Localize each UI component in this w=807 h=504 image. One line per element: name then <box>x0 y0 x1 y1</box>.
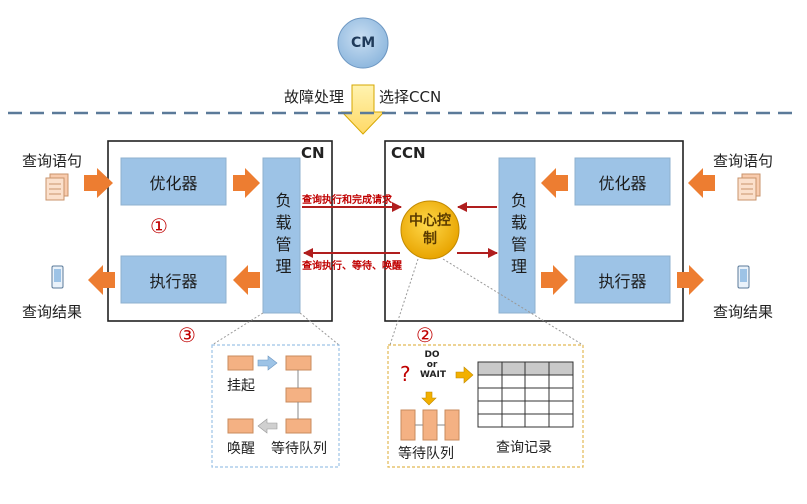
ccn-frame <box>384 140 684 322</box>
ccn-zoom-line-left <box>389 258 419 346</box>
cn-document-icon <box>45 173 69 201</box>
ccn-zoom-line-right <box>442 258 584 346</box>
ccn-load-mgmt-box <box>498 157 536 314</box>
cn-detail-gray-arrow <box>257 418 278 434</box>
cm-node <box>337 17 389 69</box>
cn-wait-queue-label: 等待队列 <box>271 441 327 457</box>
cn-optimizer-label: 优化器 <box>149 173 198 193</box>
step-3-marker: ③ <box>178 323 196 347</box>
ccn-input-arrow <box>688 168 715 198</box>
ccn-query-result-label: 查询结果 <box>713 303 774 321</box>
select-ccn-label: 选择CCN <box>379 88 442 106</box>
cn-detail-queue-1 <box>285 355 312 371</box>
ccn-wait-queue-label: 等待队列 <box>398 446 454 462</box>
fault-handling-label: 故障处理 <box>284 88 345 106</box>
ccn-queue-block-1 <box>400 409 416 441</box>
cn-query-input-label: 查询语句 <box>22 152 83 170</box>
do-or-wait-label: DO or WAIT <box>420 350 446 380</box>
cn-load-mgmt-label: 负载管理 <box>272 191 292 280</box>
cn-lm-to-exec-arrow <box>233 265 260 295</box>
cn-load-mgmt-box <box>262 157 301 314</box>
cn-opt-to-lm-arrow <box>233 168 260 198</box>
query-record-label: 查询记录 <box>496 440 552 456</box>
cn-detail-blue-arrow <box>257 355 278 371</box>
ccn-question-mark: ? <box>400 362 411 386</box>
wait-label: WAIT <box>420 370 446 380</box>
query-record-table <box>477 361 574 428</box>
ccn-output-arrow <box>677 265 704 295</box>
reply-message-label: 查询执行、等待、唤醒 <box>302 261 402 272</box>
cn-detail-queue-3 <box>285 418 312 434</box>
center-control-node <box>400 200 460 260</box>
cn-executor-box <box>120 255 227 304</box>
cn-query-result-label: 查询结果 <box>22 303 83 321</box>
cn-title: CN <box>301 144 325 162</box>
cn-input-arrow <box>84 168 113 198</box>
ccn-result-icon <box>737 265 750 289</box>
ccn-queue-block-2 <box>422 409 438 441</box>
do-wait-down-arrow <box>421 391 437 406</box>
cn-suspend-label: 挂起 <box>227 378 255 394</box>
ccn-opt-to-lm-arrow <box>541 168 568 198</box>
ccn-title: CCN <box>391 144 426 162</box>
ccn-queue-block-3 <box>444 409 460 441</box>
cn-detail-queue-2 <box>285 387 312 403</box>
step-1-marker: ① <box>150 214 168 238</box>
cn-detail-block-2 <box>227 418 254 434</box>
cn-wakeup-label: 唤醒 <box>227 441 255 457</box>
ccn-query-input-label: 查询语句 <box>713 152 774 170</box>
cn-frame <box>107 140 333 322</box>
ccn-executor-label: 执行器 <box>598 271 647 291</box>
ccn-load-mgmt-label: 负载管理 <box>508 191 527 280</box>
do-label: DO <box>424 350 440 360</box>
cn-optimizer-box <box>120 157 227 206</box>
cn-executor-label: 执行器 <box>149 271 198 291</box>
request-message-label: 查询执行和完成请求 <box>302 195 392 206</box>
do-wait-arrow <box>455 366 474 384</box>
ccn-optimizer-label: 优化器 <box>598 173 647 193</box>
cn-result-icon <box>51 265 64 289</box>
cn-zoom-line-right <box>299 312 340 346</box>
or-label: or <box>426 360 438 370</box>
ccn-document-icon <box>737 173 761 201</box>
cn-zoom-line-left <box>211 312 264 346</box>
ccn-optimizer-box <box>574 157 671 206</box>
orange-arrows <box>84 168 715 295</box>
cm-label: CM <box>351 35 376 51</box>
ccn-executor-box <box>574 255 671 304</box>
step-2-marker: ② <box>416 323 434 347</box>
center-control-label: 中心控制 <box>409 213 451 247</box>
ccn-lm-to-exec-arrow <box>541 265 568 295</box>
cn-detail-block-1 <box>227 355 254 371</box>
cm-down-arrow <box>340 84 386 135</box>
cn-output-arrow <box>88 265 115 295</box>
